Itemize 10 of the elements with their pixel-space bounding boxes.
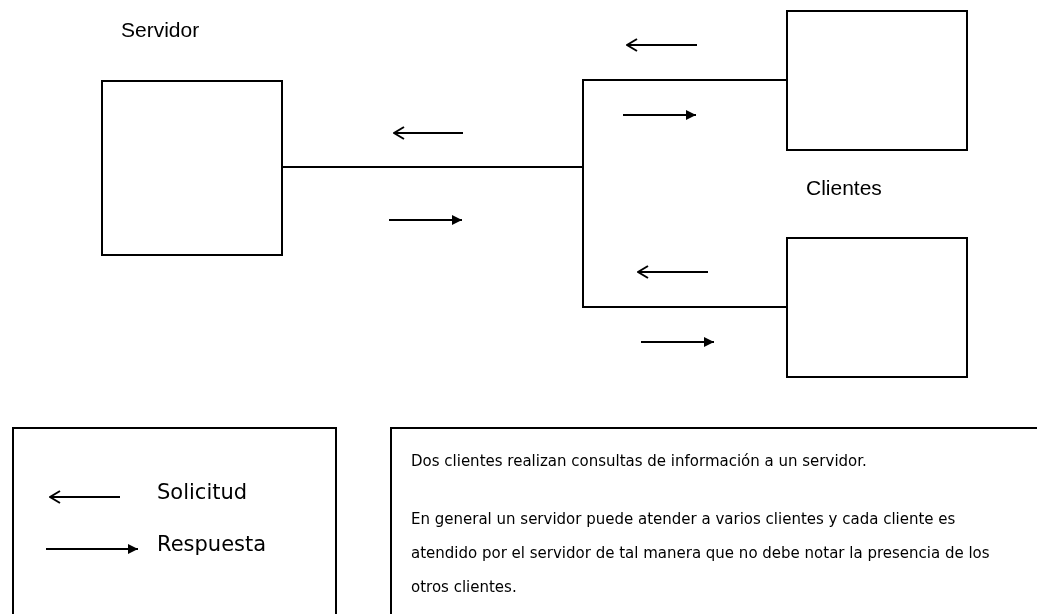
legend-label: Solicitud — [157, 480, 248, 504]
legend-label: Respuesta — [157, 532, 267, 556]
paragraph: En general un servidor puede atender a varios clientes y cada cliente es atendido por el servidor de tal manera que no debe notar la presencia de los otros clientes. — [411, 509, 991, 598]
box-shape — [786, 237, 968, 378]
node-caption: Servidor — [121, 18, 200, 42]
box-shape — [101, 80, 283, 256]
paragraph: Dos clientes realizan consultas de información a un servidor. — [411, 451, 868, 472]
group-label: Clientes — [806, 176, 882, 200]
note-box — [390, 427, 1037, 614]
box-shape — [786, 10, 968, 151]
